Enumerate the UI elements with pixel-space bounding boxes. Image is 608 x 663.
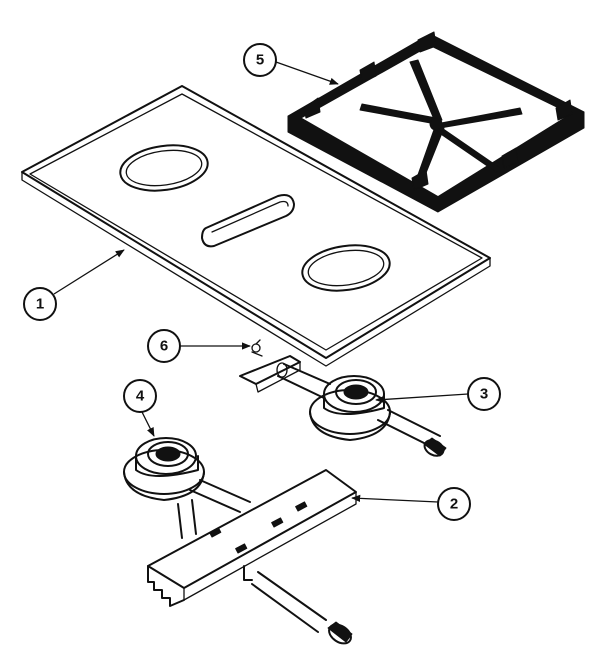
leader-5 [275, 61, 339, 85]
leader-2 [351, 494, 439, 503]
burner-grate [287, 31, 585, 213]
leader-4 [141, 411, 155, 437]
clip [251, 339, 263, 357]
burner-assembly-left [123, 437, 251, 513]
cooktop-panel [21, 85, 491, 367]
burner-assembly-right [239, 355, 447, 457]
callout-1-label: 1 [36, 296, 44, 313]
callout-2: 2 [437, 487, 471, 521]
callout-6-label: 6 [160, 338, 168, 355]
callout-2-label: 2 [450, 496, 458, 513]
callout-5-label: 5 [256, 52, 264, 69]
leader-lines [53, 61, 469, 503]
callout-3-label: 3 [480, 386, 488, 403]
leader-3 [375, 393, 469, 404]
leader-1 [53, 249, 125, 295]
callout-4: 4 [123, 379, 157, 413]
callout-3: 3 [467, 377, 501, 411]
callout-5: 5 [243, 43, 277, 77]
callout-1: 1 [23, 287, 57, 321]
callout-6: 6 [147, 329, 181, 363]
callout-4-label: 4 [136, 388, 145, 405]
